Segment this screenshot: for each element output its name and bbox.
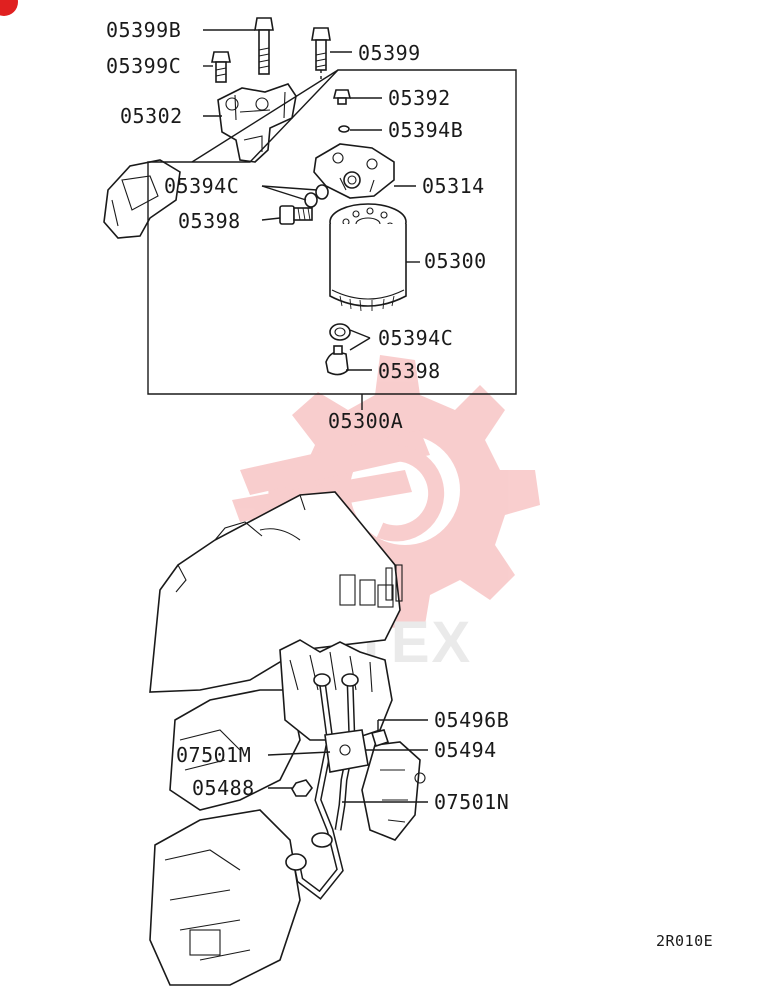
plug-05392 (332, 89, 352, 105)
leader-lines-bottom (267, 719, 428, 803)
label-05392: 05392 (388, 86, 451, 110)
bolt-05399C (211, 51, 231, 83)
label-05398-bottom: 05398 (378, 359, 441, 383)
label-05300: 05300 (424, 249, 487, 273)
label-05314: 05314 (422, 174, 485, 198)
nut-05488 (291, 779, 313, 797)
corner-badge (0, 0, 18, 16)
oring-05394C-a (315, 184, 329, 200)
bracket-05302 (217, 83, 297, 163)
label-05494: 05494 (434, 738, 497, 762)
kit-frame-05300A (147, 69, 517, 395)
label-05394C-top: 05394C (164, 174, 239, 198)
label-05394B: 05394B (388, 118, 463, 142)
leader-lines-top (203, 29, 420, 410)
bolt-05398-top (279, 205, 313, 225)
label-05300A: 05300A (328, 409, 403, 433)
engine-block-fragment-top (103, 159, 181, 239)
label-05399: 05399 (358, 41, 421, 65)
bolt-05496B (370, 729, 390, 748)
label-05394C-bottom: 05394C (378, 326, 453, 350)
oring-05394C-bottom (329, 323, 351, 341)
label-05398-top: 05398 (178, 209, 241, 233)
bolt-05399B (254, 17, 274, 75)
engine-outline (149, 491, 426, 986)
clamp-05494 (324, 729, 369, 773)
filter-head-05314 (313, 143, 395, 199)
oil-filter-05300 (329, 203, 407, 312)
label-05399B: 05399B (106, 18, 181, 42)
label-05496B: 05496B (434, 708, 509, 732)
bolt-05399 (311, 27, 331, 80)
label-05488: 05488 (192, 776, 255, 800)
label-07501N: 07501N (434, 790, 509, 814)
bolt-05398-bottom (325, 345, 349, 376)
label-05399C: 05399C (106, 54, 181, 78)
label-05302: 05302 (120, 104, 183, 128)
diagram-code: 2R010E (656, 932, 713, 950)
washer-05394B (338, 125, 350, 133)
label-07501M: 07501M (176, 743, 251, 767)
oring-05394C-b (304, 192, 318, 208)
